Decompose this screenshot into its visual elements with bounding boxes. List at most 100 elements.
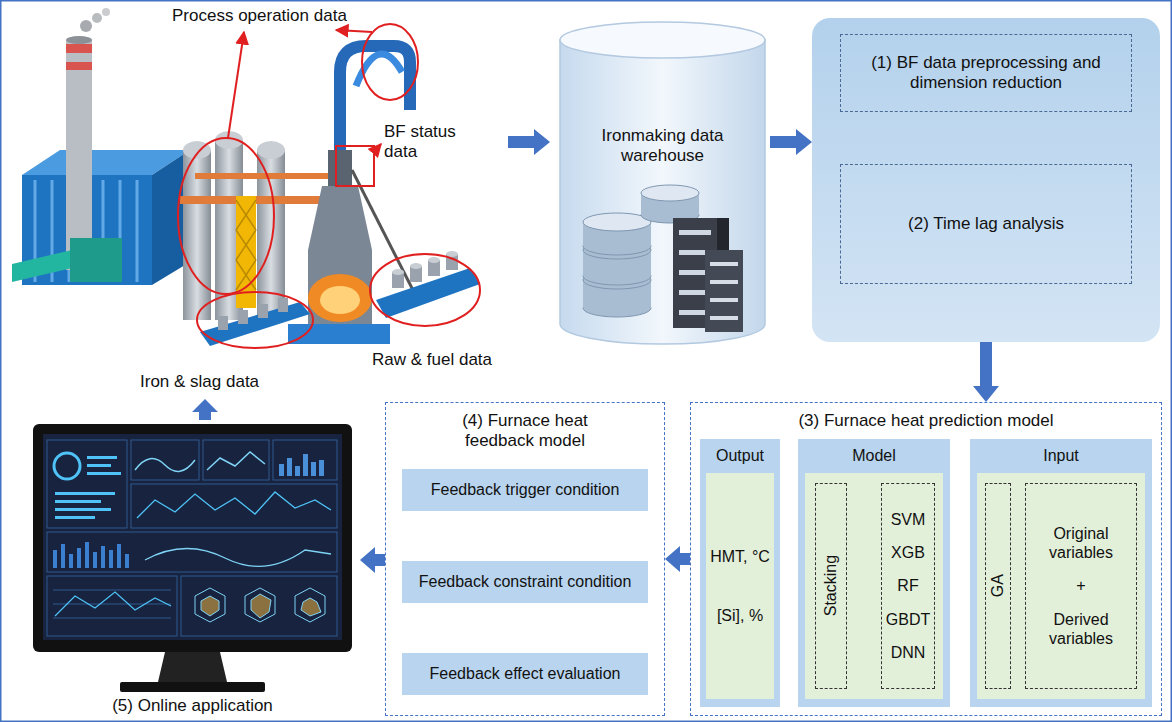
blast-furnace-plant-part — [195, 173, 328, 179]
process-box: (1) BF data preprocessing and dimension … — [840, 34, 1132, 112]
node-text: SVM — [891, 510, 926, 529]
server-icons-part-part — [641, 185, 699, 201]
flow-arrow — [665, 546, 690, 572]
node-text: HMT, °C — [710, 547, 770, 566]
connector-part — [360, 547, 375, 573]
blast-furnace-plant-part-part — [428, 257, 440, 263]
monitor-shape-part-part — [61, 544, 65, 568]
blast-furnace-plant-part-part — [218, 316, 228, 330]
model-box: StackingSVMXGBRFGBDTDNN — [805, 473, 943, 699]
blast-furnace-plant-part — [236, 200, 256, 290]
node-text: (1) BF data preprocessing and dimension … — [851, 53, 1121, 94]
source-label: Iron & slag data — [140, 372, 259, 392]
ga-box: GA — [985, 483, 1011, 689]
monitor-shape-part-part — [295, 588, 325, 622]
monitor-shape-part-part — [93, 552, 97, 568]
blast-furnace-plant-part-part — [178, 138, 274, 294]
blast-furnace-plant-part-part — [238, 310, 248, 324]
blast-furnace-plant-part — [200, 302, 310, 346]
monitor-shape-part — [55, 456, 121, 519]
node-text: (5) Online application — [112, 696, 273, 716]
blast-furnace-plant-part — [392, 254, 458, 288]
warehouse-cylinder: Ironmaking data warehouse — [555, 18, 770, 350]
blast-furnace-plant-part-part — [336, 146, 374, 186]
monitor-shape-part-part — [109, 550, 113, 568]
blast-furnace-plant-part — [70, 238, 122, 282]
feedback-group: (4) Furnace heat feedback modelFeedback … — [385, 402, 665, 716]
monitor-shape-part-part — [77, 548, 81, 568]
connector-part — [375, 554, 385, 566]
blast-furnace-plant-part — [328, 150, 352, 186]
monitor-shape-part-part — [295, 466, 300, 476]
node-text: Ironmaking data warehouse — [571, 126, 754, 167]
monitor-shape-part-part — [55, 492, 115, 495]
node-text: (3) Furnace heat prediction model — [691, 411, 1161, 431]
monitor-shape-part-part — [53, 550, 57, 568]
monitor-shape-part-part — [85, 542, 89, 568]
monitor-shape-part — [33, 424, 352, 652]
blast-furnace-plant-part-part — [258, 304, 268, 318]
node-text: Stacking — [821, 555, 840, 616]
connector-part — [973, 386, 999, 402]
monitor-shape-part-part — [195, 588, 225, 622]
monitor-shape-part-part — [117, 544, 121, 568]
blast-furnace-plant-part — [308, 274, 372, 322]
node-text: GBDT — [886, 610, 930, 629]
monitor-shape-part-part — [87, 464, 111, 467]
monitor-shape-part-part — [251, 594, 271, 618]
monitor-shape — [25, 420, 360, 718]
blast-furnace-plant-part-part — [410, 263, 422, 269]
server-icons-part-part — [710, 298, 738, 302]
node-text: + — [1076, 576, 1085, 595]
monitor-shape-part-part — [303, 454, 308, 476]
monitor-shape-part — [53, 542, 129, 568]
monitor-shape-part-part — [101, 546, 105, 568]
source-label: BF status data — [384, 122, 464, 163]
blast-furnace-plant-part-part — [197, 292, 313, 348]
connector-part — [680, 553, 690, 565]
blast-furnace-plant-part-part — [336, 30, 372, 32]
input-panel: InputGAOriginal variables+Derived variab… — [970, 439, 1152, 707]
process-box: Feedback effect evaluation — [402, 653, 648, 695]
node-text: Original variables — [1030, 524, 1132, 562]
blast-furnace-plant — [12, 8, 480, 348]
monitor-shape-part-part — [47, 532, 337, 572]
monitor-shape-part-part — [87, 472, 121, 475]
blast-furnace-plant-part — [66, 40, 92, 270]
model-group: (3) Furnace heat prediction modelOutputH… — [690, 402, 1162, 716]
node-text: Derived variables — [1030, 610, 1132, 648]
monitor-shape-part-part — [311, 462, 316, 476]
monitor-shape-part — [120, 682, 265, 692]
blast-furnace-plant-part — [320, 286, 360, 314]
monitor-shape-part-part — [53, 590, 171, 591]
output-panel: OutputHMT, °C[Si], % — [700, 439, 780, 707]
flow-arrow — [973, 342, 999, 402]
blast-furnace-plant-part-part — [374, 144, 381, 152]
node-text: [Si], % — [717, 606, 763, 625]
source-label: Raw & fuel data — [372, 350, 492, 370]
flow-arrow — [770, 129, 812, 155]
blast-furnace-plant-part — [66, 62, 92, 70]
monitor-shape-part-part — [53, 604, 171, 605]
blast-furnace-plant-part-part — [136, 180, 139, 282]
blast-furnace-plant-part-part — [392, 269, 404, 275]
node-text: Model — [798, 446, 950, 465]
monitor-shape-part — [47, 440, 337, 636]
blast-furnace-plant-part-part — [228, 32, 244, 138]
monitor-shape-part-part — [55, 500, 101, 503]
monitor-shape-part — [145, 548, 331, 566]
process-box: Feedback constraint condition — [402, 561, 648, 603]
server-icons — [583, 185, 743, 332]
node-text: Feedback constraint condition — [419, 572, 632, 591]
monitor-shape-part-part — [55, 508, 111, 511]
process-box: (2) Time lag analysis — [840, 164, 1132, 284]
node-text: GA — [988, 574, 1007, 597]
server-icons-part-part — [710, 316, 738, 320]
monitor-shape-part-part — [53, 618, 171, 619]
monitor-shape-part-part — [287, 458, 292, 476]
monitor-shape-part-part — [55, 516, 95, 519]
warehouse-cylinder-shape — [555, 18, 770, 350]
server-icons-part-part — [710, 262, 738, 266]
monitor-shape-part — [207, 452, 265, 470]
